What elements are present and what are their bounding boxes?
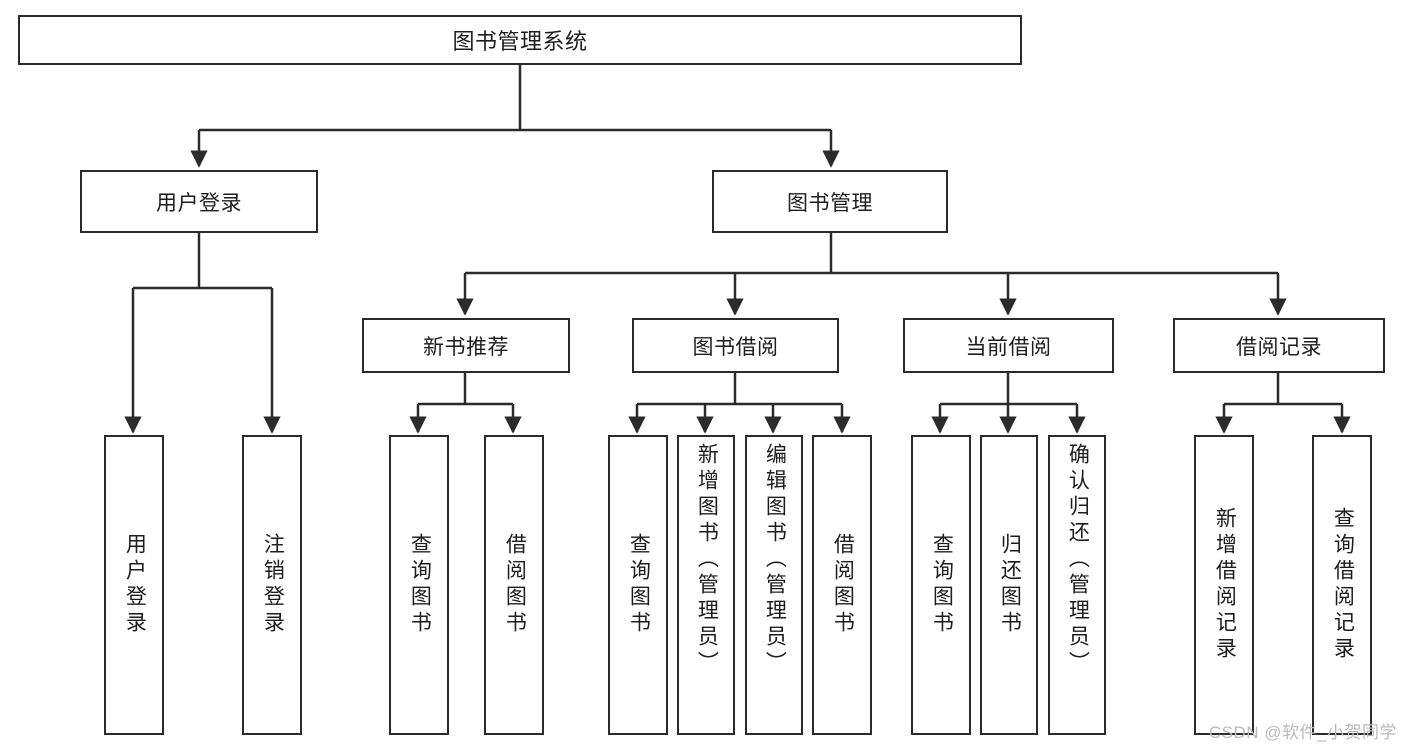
leaf-record-query-record[interactable]: 查询借阅记录 bbox=[1312, 435, 1372, 735]
node-label: 查询图书 bbox=[627, 533, 651, 637]
node-label: 新书推荐 bbox=[423, 335, 509, 359]
leaf-current-confirm-return-admin[interactable]: 确认归还（管理员） bbox=[1048, 435, 1106, 735]
leaf-newbook-borrow-book[interactable]: 借阅图书 bbox=[484, 435, 544, 735]
node-label: 新增借阅记录 bbox=[1213, 507, 1237, 663]
leaf-borrow-query-book[interactable]: 查询图书 bbox=[608, 435, 668, 735]
watermark-text: CSDN @软件_小贺同学 bbox=[1208, 723, 1397, 742]
node-label: 查询图书 bbox=[408, 533, 432, 637]
node-label: 图书借阅 bbox=[692, 335, 779, 359]
leaf-record-add-record[interactable]: 新增借阅记录 bbox=[1194, 435, 1254, 735]
node-label: 用户登录 bbox=[123, 533, 147, 637]
node-new-book-recommend[interactable]: 新书推荐 bbox=[362, 318, 570, 373]
node-label: 编辑图书（管理员） bbox=[763, 443, 787, 677]
node-label: 查询图书 bbox=[930, 533, 954, 637]
node-label: 用户登录 bbox=[156, 191, 242, 215]
leaf-current-query-book[interactable]: 查询图书 bbox=[911, 435, 971, 735]
leaf-user-login[interactable]: 用户登录 bbox=[104, 435, 164, 735]
node-label: 借阅图书 bbox=[831, 533, 855, 637]
node-label: 借阅图书 bbox=[503, 533, 527, 637]
node-book-borrow[interactable]: 图书借阅 bbox=[632, 318, 839, 373]
node-label: 图书管理 bbox=[787, 191, 873, 215]
node-label: 确认归还（管理员） bbox=[1066, 443, 1090, 677]
node-label: 新增图书（管理员） bbox=[695, 443, 719, 677]
leaf-current-return-book[interactable]: 归还图书 bbox=[980, 435, 1038, 735]
node-user-login[interactable]: 用户登录 bbox=[80, 170, 318, 233]
node-label: 当前借阅 bbox=[965, 335, 1052, 359]
node-label: 图书管理系统 bbox=[452, 29, 588, 54]
leaf-borrow-edit-book-admin[interactable]: 编辑图书（管理员） bbox=[745, 435, 803, 735]
node-borrow-record[interactable]: 借阅记录 bbox=[1173, 318, 1385, 373]
node-root-system[interactable]: 图书管理系统 bbox=[18, 15, 1022, 65]
leaf-user-logout[interactable]: 注销登录 bbox=[242, 435, 302, 735]
node-book-management[interactable]: 图书管理 bbox=[712, 170, 948, 233]
leaf-borrow-add-book-admin[interactable]: 新增图书（管理员） bbox=[677, 435, 735, 735]
node-label: 查询借阅记录 bbox=[1331, 507, 1355, 663]
node-label: 归还图书 bbox=[998, 533, 1022, 637]
node-current-borrow[interactable]: 当前借阅 bbox=[903, 318, 1114, 373]
leaf-newbook-query-book[interactable]: 查询图书 bbox=[389, 435, 449, 735]
leaf-borrow-lend-book[interactable]: 借阅图书 bbox=[812, 435, 872, 735]
node-label: 注销登录 bbox=[261, 533, 285, 637]
node-label: 借阅记录 bbox=[1236, 335, 1322, 359]
